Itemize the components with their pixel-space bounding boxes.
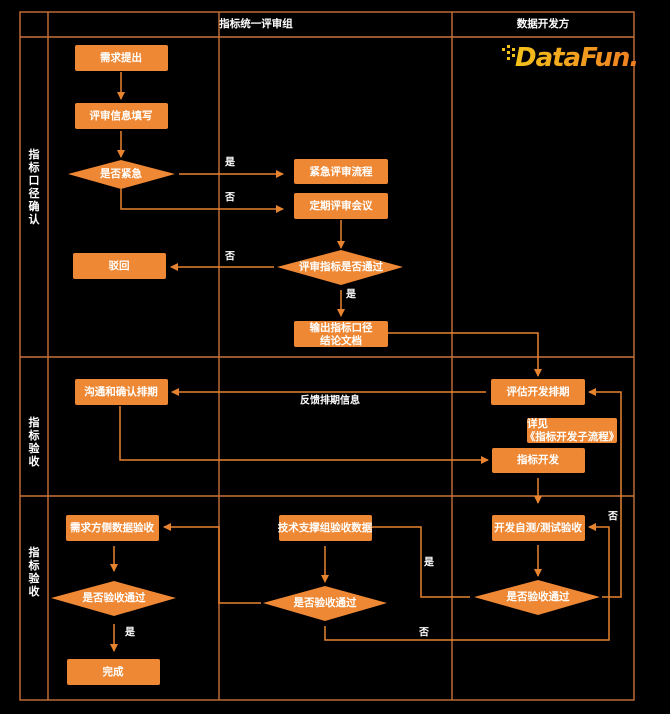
decision-dev-pass[interactable]: 是否验收通过 bbox=[474, 580, 600, 615]
node-estimate-schedule[interactable]: 评估开发排期 bbox=[491, 379, 585, 405]
node-label: 输出指标口径 bbox=[310, 321, 373, 334]
node-confirm-schedule[interactable]: 沟通和确认排期 bbox=[75, 379, 168, 405]
node-demand-accept[interactable]: 需求方侧数据验收 bbox=[66, 515, 159, 541]
node-label: 评审信息填写 bbox=[90, 109, 153, 122]
lane-label-caliber: 指标口径确认 bbox=[28, 148, 40, 226]
decision-tech-pass[interactable]: 是否验收通过 bbox=[263, 586, 387, 621]
node-done[interactable]: 完成 bbox=[67, 659, 160, 685]
node-label: 开发自测/测试验收 bbox=[494, 521, 582, 534]
node-label: 《指标开发子流程》 bbox=[525, 430, 620, 443]
edge-label-yes-demand: 是 bbox=[124, 627, 135, 639]
decision-review-pass[interactable]: 评审指标是否通过 bbox=[277, 250, 403, 285]
lane-label-acceptance-2: 指标验收 bbox=[28, 546, 40, 598]
edge-label-no-urgent: 否 bbox=[224, 192, 235, 204]
column-header-review-group: 指标统一评审组 bbox=[219, 17, 293, 30]
column-header-data-dev: 数据开发方 bbox=[516, 17, 570, 30]
edge-label-yes-urgent: 是 bbox=[224, 157, 235, 169]
node-self-test[interactable]: 开发自测/测试验收 bbox=[492, 515, 585, 541]
node-label: 沟通和确认排期 bbox=[84, 385, 158, 398]
node-label: 完成 bbox=[103, 665, 124, 678]
edge-label-no-dev: 否 bbox=[607, 511, 618, 523]
node-label: 详见 bbox=[527, 417, 548, 430]
node-label: 定期评审会议 bbox=[309, 199, 373, 212]
node-label: 是否验收通过 bbox=[293, 596, 357, 609]
node-label: 评估开发排期 bbox=[507, 385, 570, 398]
logo-text: DataFun. bbox=[515, 43, 638, 73]
edge-label-yes-review: 是 bbox=[345, 289, 356, 301]
datafun-logo: DataFun. bbox=[502, 43, 639, 73]
node-label: 是否验收通过 bbox=[82, 591, 146, 604]
node-develop[interactable]: 指标开发 bbox=[492, 448, 585, 473]
node-label: 需求提出 bbox=[100, 51, 142, 64]
node-reject[interactable]: 驳回 bbox=[73, 253, 166, 279]
flow-edges bbox=[110, 72, 622, 652]
node-regular-meeting[interactable]: 定期评审会议 bbox=[294, 193, 388, 219]
node-label: 结论文档 bbox=[320, 334, 362, 347]
node-label: 是否验收通过 bbox=[506, 590, 570, 603]
node-urgent-flow[interactable]: 紧急评审流程 bbox=[294, 159, 388, 184]
node-tech-accept[interactable]: 技术支撑组验收数据 bbox=[278, 515, 373, 541]
node-output-doc[interactable]: 输出指标口径 结论文档 bbox=[294, 321, 388, 347]
node-label: 需求方侧数据验收 bbox=[70, 521, 154, 534]
node-demand[interactable]: 需求提出 bbox=[75, 45, 168, 71]
edge-label-feedback: 反馈排期信息 bbox=[300, 394, 360, 407]
edge-label-no-tech: 否 bbox=[418, 627, 429, 639]
edge-label-yes-dev: 是 bbox=[423, 557, 434, 569]
node-label: 是否紧急 bbox=[99, 167, 142, 180]
node-see-subprocess[interactable]: 详见 《指标开发子流程》 bbox=[525, 417, 620, 443]
decision-demand-pass[interactable]: 是否验收通过 bbox=[51, 581, 176, 616]
decision-urgent[interactable]: 是否紧急 bbox=[68, 160, 175, 189]
node-label: 指标开发 bbox=[517, 453, 559, 466]
lane-label-acceptance-1: 指标验收 bbox=[28, 416, 40, 468]
node-label: 驳回 bbox=[109, 259, 130, 272]
node-label: 评审指标是否通过 bbox=[299, 260, 383, 273]
node-label: 技术支撑组验收数据 bbox=[278, 521, 373, 534]
node-label: 紧急评审流程 bbox=[310, 165, 373, 178]
node-fill-info[interactable]: 评审信息填写 bbox=[75, 103, 168, 129]
edge-label-no-review: 否 bbox=[224, 251, 235, 263]
